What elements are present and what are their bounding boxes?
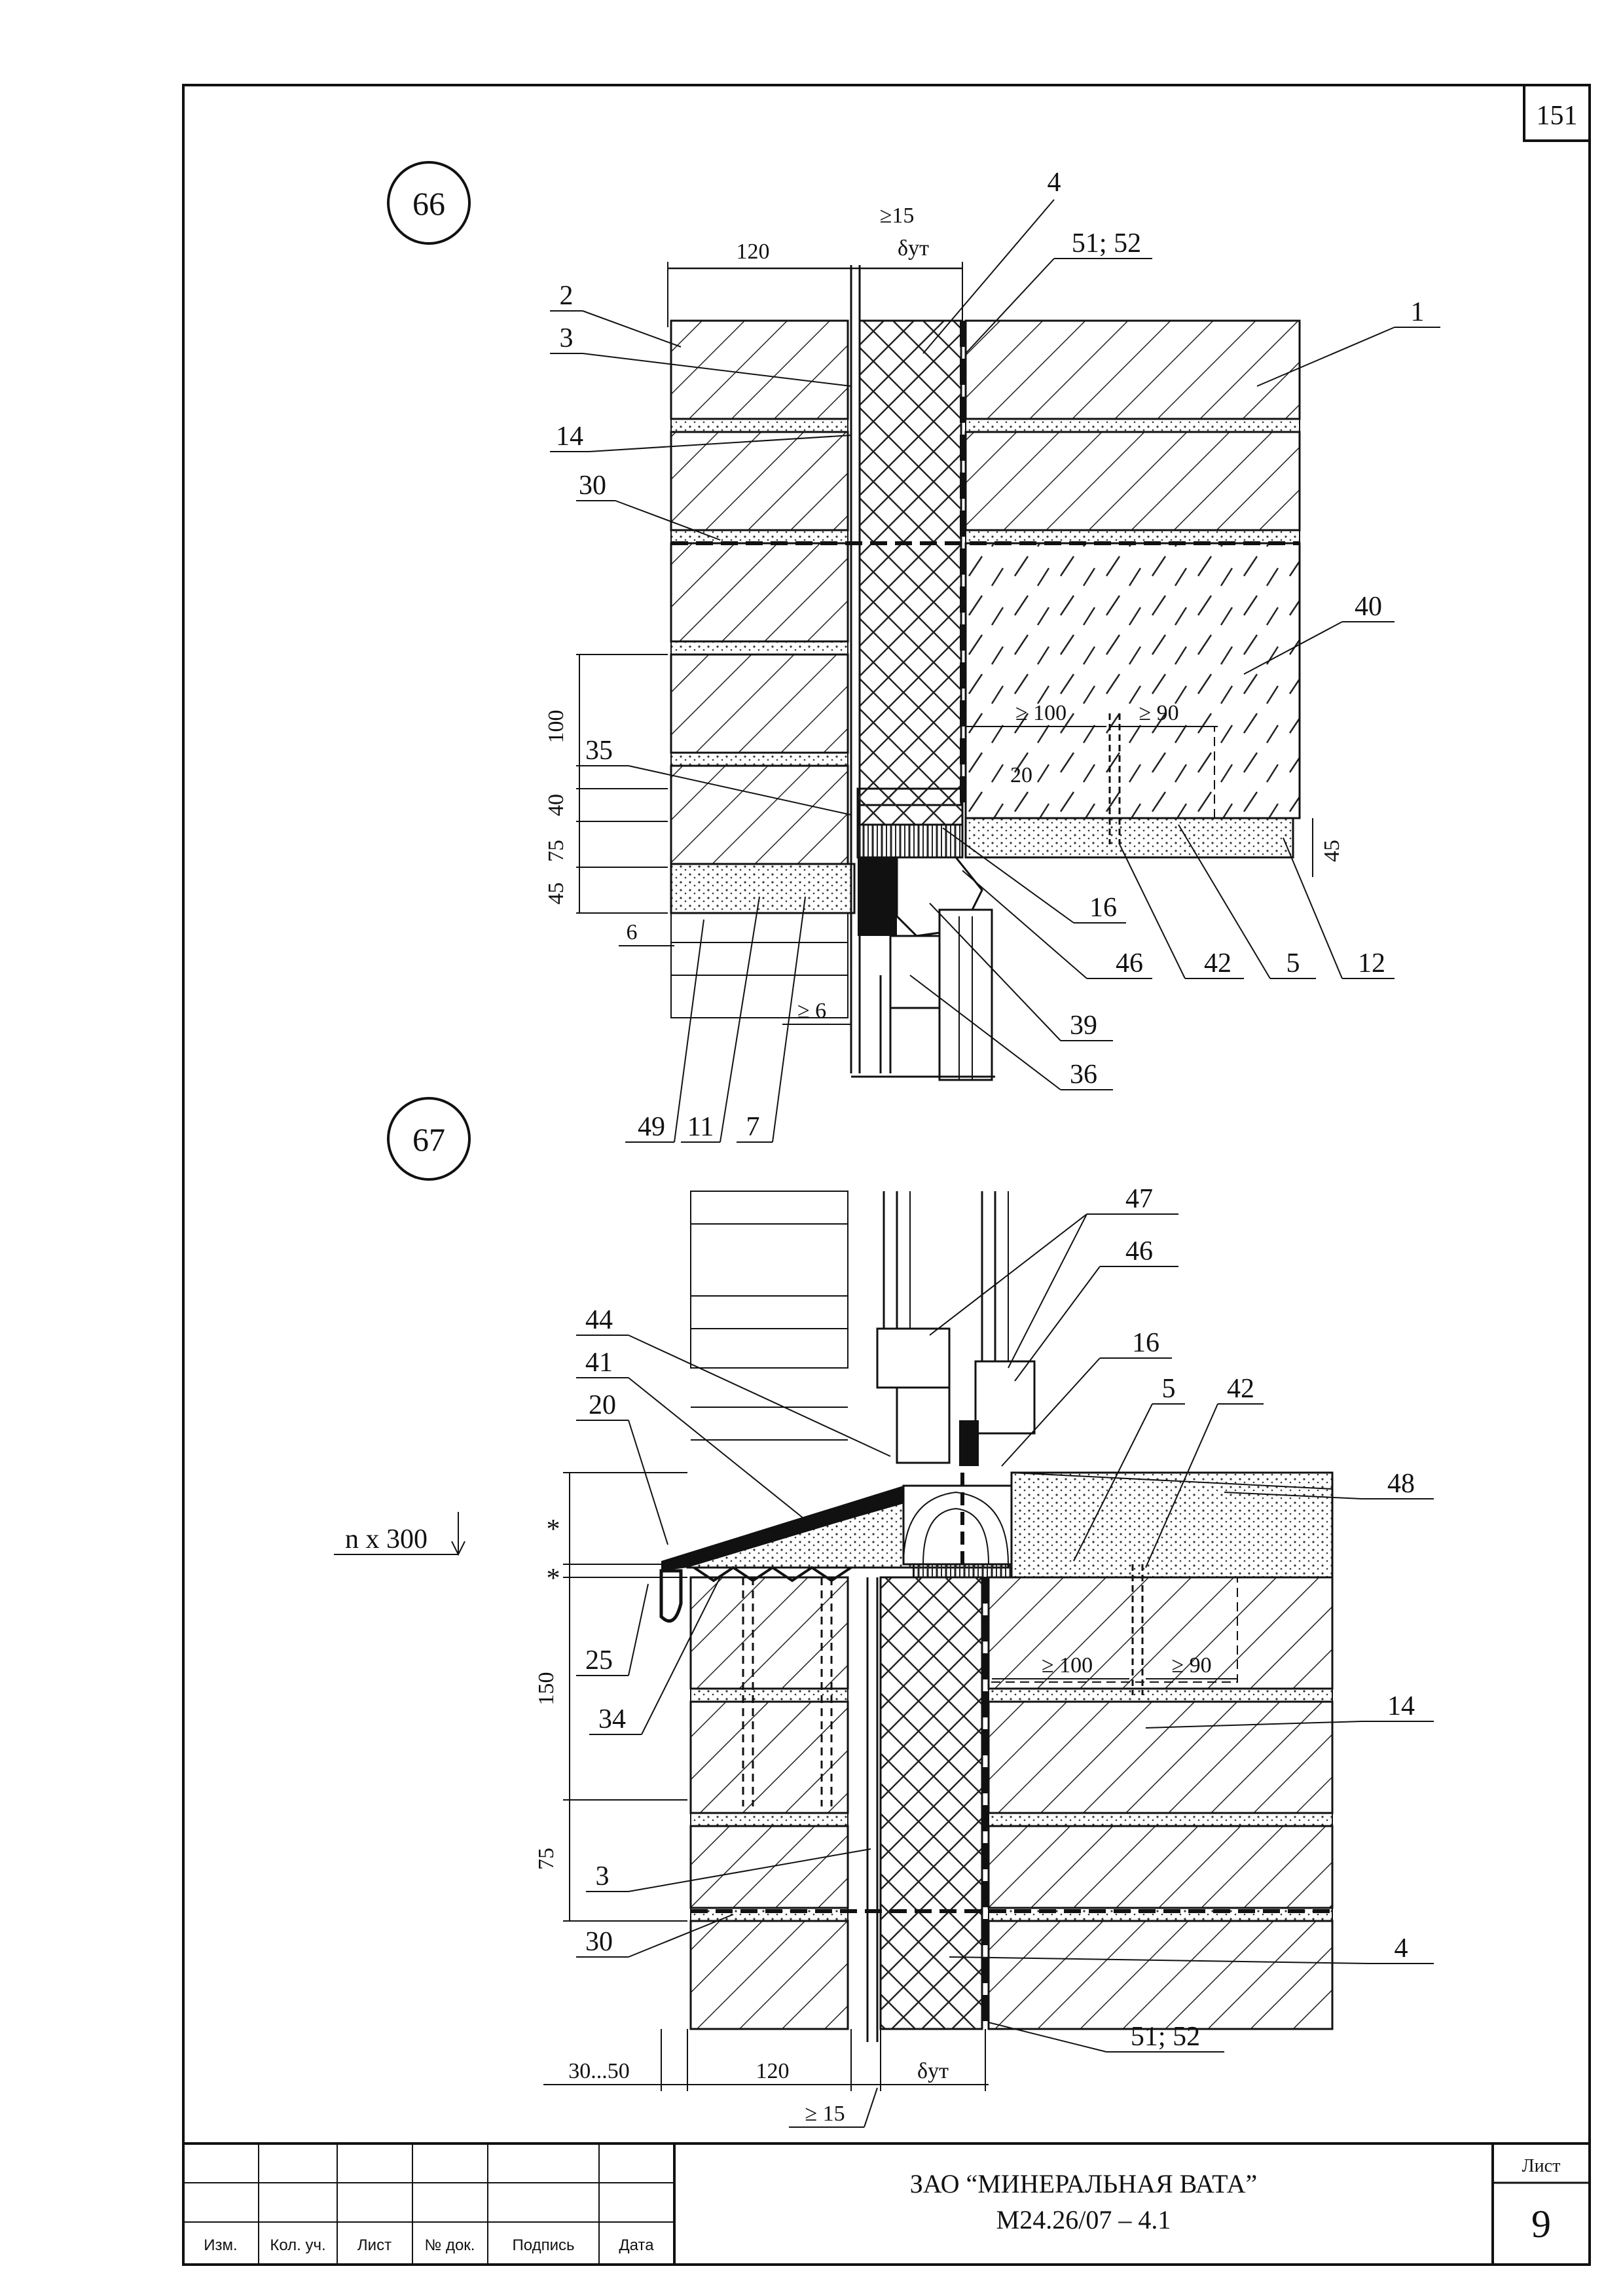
callout-20-67: 20 bbox=[589, 1390, 616, 1420]
callout-51-52-67: 51; 52 bbox=[1131, 2022, 1200, 2052]
col-izm: Изм. bbox=[204, 2236, 237, 2254]
dim-delta-67: δут bbox=[917, 2059, 949, 2083]
callout-4-67: 4 bbox=[1395, 1933, 1408, 1964]
detail-67: 67 bbox=[334, 1097, 1434, 2128]
callout-5-66: 5 bbox=[1286, 948, 1300, 978]
callout-11-66: 11 bbox=[687, 1112, 714, 1142]
callout-34-67: 34 bbox=[598, 1704, 626, 1734]
detail-66: 66 bbox=[387, 161, 1440, 1143]
dim-ge15-67: ≥ 15 bbox=[805, 2102, 845, 2126]
dim-star-1-67: * bbox=[547, 1515, 560, 1545]
dim-75-67: 75 bbox=[534, 1848, 558, 1870]
dim-ge90-66: ≥ 90 bbox=[1139, 701, 1178, 725]
facing-brick-66 bbox=[670, 319, 856, 1018]
col-signature: Подпись bbox=[513, 2236, 575, 2254]
dim-delta-66: δут bbox=[898, 236, 929, 260]
callout-30-67: 30 bbox=[585, 1927, 613, 1957]
callout-39-66: 39 bbox=[1070, 1011, 1097, 1041]
callout-46-66: 46 bbox=[1116, 948, 1143, 978]
col-kol-uch: Кол. уч. bbox=[270, 2236, 325, 2254]
dim-150-67: 150 bbox=[534, 1672, 558, 1706]
callout-16-67: 16 bbox=[1132, 1328, 1159, 1358]
page-number-box bbox=[1523, 84, 1591, 142]
callout-5-67: 5 bbox=[1162, 1374, 1176, 1404]
callout-7-66: 7 bbox=[746, 1112, 760, 1142]
callout-35-66: 35 bbox=[585, 736, 613, 766]
dim-star-2-67: * bbox=[547, 1564, 560, 1594]
dim-nx300-67: n x 300 bbox=[345, 1524, 428, 1554]
callout-1-66: 1 bbox=[1411, 297, 1425, 327]
callout-3-67: 3 bbox=[596, 1861, 610, 1892]
sheet-frame bbox=[182, 84, 1591, 2266]
insulation-66 bbox=[858, 319, 962, 806]
facing-upper-67 bbox=[690, 1191, 848, 1441]
callout-51-52-66: 51; 52 bbox=[1072, 228, 1141, 259]
page-number: 151 bbox=[1537, 101, 1578, 131]
col-list: Лист bbox=[357, 2236, 392, 2254]
callout-48-67: 48 bbox=[1387, 1469, 1415, 1499]
callout-14-66: 14 bbox=[556, 422, 583, 452]
callout-30-66: 30 bbox=[579, 471, 606, 501]
dim-45-right-66: 45 bbox=[1320, 840, 1344, 862]
callout-3-66: 3 bbox=[560, 323, 574, 353]
inner-wall-66 bbox=[964, 319, 1301, 819]
callout-12-66: 12 bbox=[1358, 948, 1385, 978]
title-block: Изм. Кол. уч. Лист № док. Подпись Дата З… bbox=[183, 2142, 1590, 2265]
callout-46-67: 46 bbox=[1125, 1236, 1153, 1266]
col-doc-no: № док. bbox=[425, 2236, 475, 2254]
callout-4-66: 4 bbox=[1048, 168, 1061, 198]
dim-6-66: 6 bbox=[627, 920, 638, 944]
inner-wall-67 bbox=[987, 1576, 1334, 2030]
document-code: М24.26/07 – 4.1 bbox=[996, 2205, 1171, 2234]
callout-42-66: 42 bbox=[1204, 948, 1231, 978]
detail-66-number: 66 bbox=[412, 185, 445, 222]
callout-49-66: 49 bbox=[638, 1112, 665, 1142]
dim-100-66: 100 bbox=[544, 710, 568, 744]
callout-42-67: 42 bbox=[1227, 1374, 1254, 1404]
dim-40-66: 40 bbox=[544, 794, 568, 816]
detail-67-number: 67 bbox=[412, 1121, 445, 1158]
sheet-label: Лист bbox=[1522, 2156, 1561, 2176]
callout-36-66: 36 bbox=[1070, 1060, 1097, 1090]
dim-45-66: 45 bbox=[544, 882, 568, 905]
dim-20-66: 20 bbox=[1010, 763, 1032, 787]
floor-screed-67 bbox=[1010, 1471, 1334, 1579]
company-name: ЗАО “МИНЕРАЛЬНАЯ ВАТА” bbox=[910, 2169, 1258, 2198]
callout-47-67: 47 bbox=[1125, 1184, 1153, 1214]
window-frame-67 bbox=[876, 1191, 1036, 1466]
insulation-67 bbox=[879, 1576, 983, 2030]
callout-25-67: 25 bbox=[585, 1645, 613, 1676]
lintel-66 bbox=[964, 817, 1294, 859]
col-date: Дата bbox=[619, 2236, 654, 2254]
dim-ge15-66: ≥15 bbox=[880, 204, 915, 228]
dim-ge6-66: ≥ 6 bbox=[797, 999, 826, 1023]
dim-120-66: 120 bbox=[737, 240, 770, 264]
dim-ge100-67: ≥ 100 bbox=[1042, 1653, 1093, 1677]
sheet-number: 9 bbox=[1531, 2202, 1551, 2246]
dim-ge100-66: ≥ 100 bbox=[1015, 701, 1067, 725]
callout-16-66: 16 bbox=[1089, 893, 1117, 923]
facing-brick-67 bbox=[689, 1576, 849, 2030]
dim-120-67: 120 bbox=[756, 2059, 790, 2083]
callout-44-67: 44 bbox=[585, 1305, 613, 1335]
callout-41-67: 41 bbox=[585, 1348, 613, 1378]
sill-flashing-67 bbox=[661, 1486, 917, 1571]
detail-66-marker bbox=[387, 161, 471, 245]
detail-67-marker bbox=[387, 1097, 471, 1181]
dim-ge90-67: ≥ 90 bbox=[1171, 1653, 1211, 1677]
callout-40-66: 40 bbox=[1355, 592, 1382, 622]
callout-14-67: 14 bbox=[1387, 1691, 1415, 1721]
callout-2-66: 2 bbox=[560, 281, 574, 311]
dim-30-50-67: 30...50 bbox=[568, 2059, 630, 2083]
dim-75-66: 75 bbox=[544, 840, 568, 862]
